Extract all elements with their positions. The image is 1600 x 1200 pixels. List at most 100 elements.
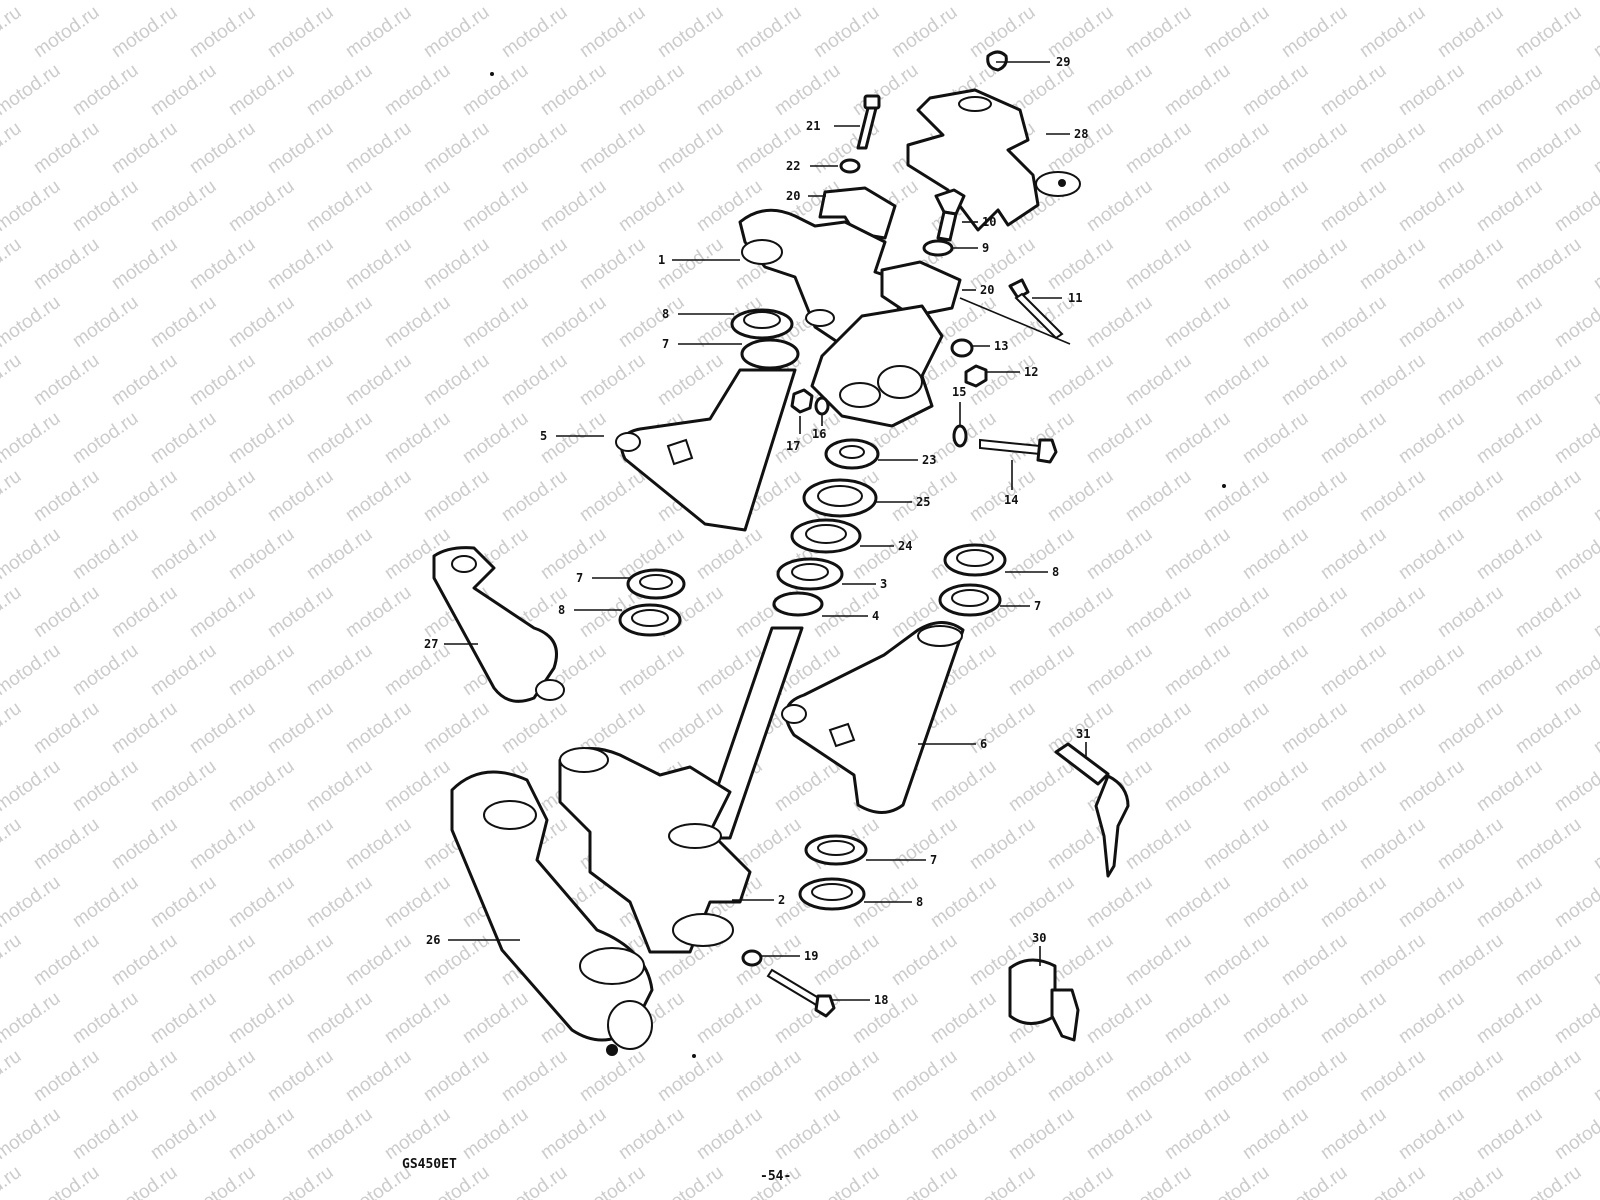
watermark-text: motod.ru	[537, 292, 610, 352]
watermark-text: motod.ru	[108, 1046, 181, 1106]
callout-4: 4	[872, 609, 879, 623]
callout-7-upper: 7	[662, 337, 669, 351]
watermark-text: motod.ru	[1239, 756, 1312, 816]
watermark-text: motod.ru	[420, 350, 493, 410]
watermark-text: motod.ru	[693, 0, 766, 4]
part-18	[766, 968, 836, 1018]
watermark-text: motod.ru	[1278, 2, 1351, 62]
callout-9: 9	[982, 241, 989, 255]
watermark-text: motod.ru	[186, 1046, 259, 1106]
watermark-text: motod.ru	[186, 582, 259, 642]
watermark-text: motod.ru	[1161, 872, 1234, 932]
watermark-text: motod.ru	[1083, 640, 1156, 700]
watermark-text: motod.ru	[1356, 466, 1429, 526]
watermark-text: motod.ru	[498, 2, 571, 62]
watermark-text: motod.ru	[1161, 292, 1234, 352]
callout-26: 26	[426, 933, 440, 947]
watermark-text: motod.ru	[303, 60, 376, 120]
watermark-text: motod.ru	[576, 234, 649, 294]
watermark-text: motod.ru	[225, 756, 298, 816]
watermark-text: motod.ru	[30, 814, 103, 874]
watermark-text: motod.ru	[1200, 466, 1273, 526]
callout-27: 27	[424, 637, 438, 651]
watermark-text: motod.ru	[888, 814, 961, 874]
watermark-text: motod.ru	[849, 0, 922, 4]
watermark-text: motod.ru	[1590, 2, 1600, 62]
callout-19: 19	[804, 949, 818, 963]
watermark-text: motod.ru	[615, 292, 688, 352]
callout-7-right: 7	[1034, 599, 1041, 613]
watermark-text: motod.ru	[1317, 640, 1390, 700]
watermark-text: motod.ru	[1512, 350, 1585, 410]
watermark-text: motod.ru	[732, 2, 805, 62]
watermark-text: motod.ru	[1278, 466, 1351, 526]
watermark-text: motod.ru	[303, 408, 376, 468]
watermark-text: motod.ru	[1200, 1046, 1273, 1106]
watermark-text: motod.ru	[1356, 1162, 1429, 1200]
watermark-text: motod.ru	[1161, 756, 1234, 816]
callout-10: 10	[982, 215, 996, 229]
watermark-text: motod.ru	[1434, 1162, 1507, 1200]
watermark-text: motod.ru	[342, 2, 415, 62]
watermark-text: motod.ru	[1356, 930, 1429, 990]
watermark-text: motod.ru	[147, 60, 220, 120]
watermark-text: motod.ru	[225, 292, 298, 352]
watermark-text: motod.ru	[264, 1046, 337, 1106]
watermark-text: motod.ru	[1200, 930, 1273, 990]
watermark-text: motod.ru	[1005, 0, 1078, 4]
watermark-text: motod.ru	[1044, 350, 1117, 410]
watermark-text: motod.ru	[1044, 234, 1117, 294]
watermark-text: motod.ru	[30, 466, 103, 526]
watermark-text: motod.ru	[1044, 1046, 1117, 1106]
watermark-text: motod.ru	[927, 872, 1000, 932]
watermark-text: motod.ru	[0, 466, 25, 526]
watermark-text: motod.ru	[30, 698, 103, 758]
watermark-text: motod.ru	[888, 1046, 961, 1106]
watermark-text: motod.ru	[303, 640, 376, 700]
watermark-text: motod.ru	[1590, 698, 1600, 758]
watermark-text: motod.ru	[0, 176, 64, 236]
watermark-text: motod.ru	[0, 640, 64, 700]
watermark-text: motod.ru	[147, 408, 220, 468]
watermark-text: motod.ru	[576, 466, 649, 526]
watermark-text: motod.ru	[615, 60, 688, 120]
watermark-text: motod.ru	[1551, 524, 1600, 584]
watermark-text: motod.ru	[69, 756, 142, 816]
callout-14: 14	[1004, 493, 1018, 507]
watermark-text: motod.ru	[927, 0, 1000, 4]
watermark-text: motod.ru	[1356, 582, 1429, 642]
part-22	[839, 158, 861, 174]
watermark-text: motod.ru	[186, 2, 259, 62]
callout-31: 31	[1076, 727, 1090, 741]
watermark-text: motod.ru	[1044, 582, 1117, 642]
watermark-text: motod.ru	[420, 2, 493, 62]
watermark-text: motod.ru	[420, 698, 493, 758]
watermark-text: motod.ru	[1512, 466, 1585, 526]
watermark-text: motod.ru	[1239, 408, 1312, 468]
watermark-text: motod.ru	[1278, 698, 1351, 758]
watermark-text: motod.ru	[1122, 2, 1195, 62]
watermark-text: motod.ru	[1473, 524, 1546, 584]
watermark-text: motod.ru	[264, 2, 337, 62]
callout-1: 1	[658, 253, 665, 267]
watermark-text: motod.ru	[147, 0, 220, 4]
watermark-text: motod.ru	[0, 1104, 64, 1164]
callout-3: 3	[880, 577, 887, 591]
part-16	[814, 396, 830, 416]
part-26	[450, 770, 654, 1056]
callout-24: 24	[898, 539, 912, 553]
watermark-text: motod.ru	[654, 698, 727, 758]
watermark-text: motod.ru	[1083, 176, 1156, 236]
watermark-text: motod.ru	[459, 292, 532, 352]
part-24	[790, 518, 862, 554]
watermark-text: motod.ru	[498, 118, 571, 178]
watermark-text: motod.ru	[459, 60, 532, 120]
watermark-text: motod.ru	[810, 1162, 883, 1200]
callout-21: 21	[806, 119, 820, 133]
watermark-text: motod.ru	[186, 234, 259, 294]
watermark-text: motod.ru	[1161, 640, 1234, 700]
watermark-text: motod.ru	[147, 524, 220, 584]
watermark-text: motod.ru	[1122, 466, 1195, 526]
callout-5: 5	[540, 429, 547, 443]
